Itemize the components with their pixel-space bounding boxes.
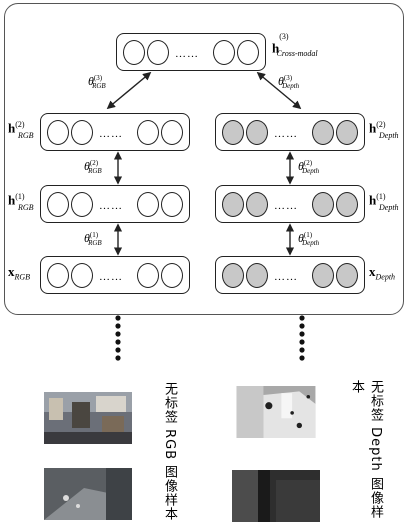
caption-rgb-samples: 无标签 RGB 图像样本 bbox=[162, 382, 177, 522]
arrow-depth-to-cross bbox=[256, 71, 302, 110]
node bbox=[312, 263, 334, 288]
caption-depth-samples: 无标签 Depth 图像样本 bbox=[349, 380, 383, 519]
rgb-sample-image-1 bbox=[44, 392, 132, 444]
layer-cross-modal: …… bbox=[116, 33, 266, 71]
node bbox=[137, 263, 159, 288]
label-h1-rgb: h(1)RGB bbox=[8, 192, 34, 212]
diagram-frame bbox=[4, 3, 404, 315]
node bbox=[137, 192, 159, 217]
node bbox=[222, 263, 244, 288]
ellipsis: …… bbox=[274, 128, 298, 140]
theta-rgb-3: θ(3)RGB bbox=[88, 74, 106, 91]
node bbox=[123, 40, 145, 65]
node bbox=[147, 40, 169, 65]
node bbox=[312, 120, 334, 145]
label-h2-rgb: h(2)RGB bbox=[8, 120, 34, 140]
ellipsis: …… bbox=[99, 271, 123, 283]
layer-x-rgb: …… bbox=[40, 256, 190, 294]
node bbox=[47, 120, 69, 145]
layer-h2-rgb: …… bbox=[40, 113, 190, 151]
node bbox=[222, 192, 244, 217]
node bbox=[246, 192, 268, 217]
node bbox=[246, 120, 268, 145]
theta-depth-2: θ(2)Depth bbox=[298, 159, 320, 176]
layer-h1-depth: …… bbox=[215, 185, 365, 223]
layer-h2-depth: …… bbox=[215, 113, 365, 151]
node bbox=[161, 120, 183, 145]
ellipsis: …… bbox=[175, 48, 199, 60]
node bbox=[336, 263, 358, 288]
label-x-depth: xDepth bbox=[369, 264, 396, 282]
label-h2-depth: h(2)Depth bbox=[369, 120, 399, 140]
dotted-continuation-rgb bbox=[115, 315, 121, 361]
label-h3-cross-modal: h(3)Cross-modal bbox=[272, 32, 318, 58]
ellipsis: …… bbox=[99, 128, 123, 140]
rgb-sample-image-2 bbox=[44, 468, 132, 520]
depth-sample-image-2 bbox=[232, 470, 320, 522]
node bbox=[161, 263, 183, 288]
node bbox=[336, 192, 358, 217]
node bbox=[213, 40, 235, 65]
node bbox=[246, 263, 268, 288]
depth-sample-image-1 bbox=[236, 386, 316, 438]
layer-h1-rgb: …… bbox=[40, 185, 190, 223]
arrow-rgb-to-cross bbox=[106, 71, 152, 110]
node bbox=[222, 120, 244, 145]
node bbox=[71, 120, 93, 145]
node bbox=[47, 263, 69, 288]
node bbox=[237, 40, 259, 65]
node bbox=[161, 192, 183, 217]
node bbox=[71, 263, 93, 288]
theta-rgb-1: θ(1)RGB bbox=[84, 231, 102, 248]
node bbox=[137, 120, 159, 145]
node bbox=[336, 120, 358, 145]
theta-rgb-2: θ(2)RGB bbox=[84, 159, 102, 176]
theta-depth-1: θ(1)Depth bbox=[298, 231, 320, 248]
label-h1-depth: h(1)Depth bbox=[369, 192, 399, 212]
layer-x-depth: …… bbox=[215, 256, 365, 294]
node bbox=[71, 192, 93, 217]
theta-depth-3: θ(3)Depth bbox=[278, 74, 300, 91]
node bbox=[47, 192, 69, 217]
node bbox=[312, 192, 334, 217]
ellipsis: …… bbox=[274, 271, 298, 283]
dotted-continuation-depth bbox=[299, 315, 305, 361]
ellipsis: …… bbox=[274, 200, 298, 212]
label-x-rgb: xRGB bbox=[8, 264, 31, 282]
ellipsis: …… bbox=[99, 200, 123, 212]
